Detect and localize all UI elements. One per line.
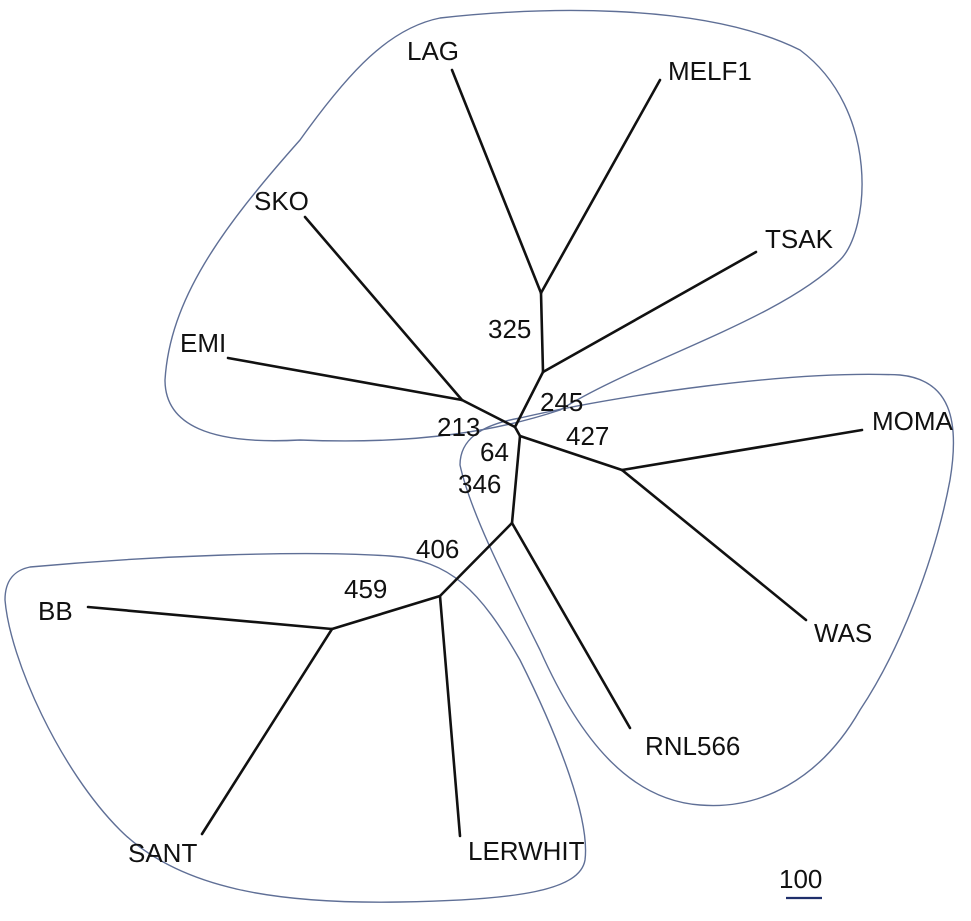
branch-upper-clade-root (513, 370, 545, 429)
group-outline-right (459, 373, 955, 807)
branch-to-melf1 (539, 78, 662, 295)
taxon-label-melf1: MELF1 (668, 56, 752, 86)
node-label-406: 406 (416, 534, 459, 564)
branch-to-tsak (541, 250, 758, 374)
taxon-label-lag: LAG (407, 36, 459, 66)
taxon-label-rnl566: RNL566 (645, 731, 740, 761)
branch-to-lag (450, 68, 543, 295)
branch-to-rnl566 (510, 521, 632, 730)
branch-down-internal (510, 434, 522, 525)
taxon-label-emi: EMI (180, 328, 226, 358)
taxon-labels: LAG MELF1 TSAK SKO EMI MOMA WAS RNL566 B… (38, 36, 954, 868)
branch-to-emi (226, 356, 464, 402)
branch-lag-melf1-node (539, 291, 545, 374)
group-outline-upper (164, 9, 863, 442)
node-labels: 325 245 213 64 427 346 406 459 (344, 314, 609, 604)
scale-bar: 100 (779, 864, 822, 900)
branch-central-internal (513, 425, 522, 438)
node-label-459: 459 (344, 574, 387, 604)
taxon-label-tsak: TSAK (765, 224, 834, 254)
node-label-245: 245 (540, 387, 583, 417)
node-label-346: 346 (458, 469, 501, 499)
branch-to-sant (200, 627, 334, 836)
branch-right-clade-root (518, 434, 624, 472)
branch-to-moma (620, 428, 864, 472)
node-label-213: 213 (437, 412, 480, 442)
group-outline-lower-left (4, 552, 587, 903)
taxon-label-sko: SKO (254, 186, 309, 216)
tree-branches (86, 68, 864, 838)
branch-sko-emi-node (460, 398, 517, 429)
branch-to-sko (303, 215, 464, 402)
branch-to-was (620, 468, 808, 622)
node-label-427: 427 (566, 421, 609, 451)
taxon-label-bb: BB (38, 596, 73, 626)
branch-to-bb (86, 605, 334, 631)
branch-lower-clade-root (438, 521, 514, 598)
taxon-label-sant: SANT (128, 838, 197, 868)
taxon-label-moma: MOMA (872, 406, 954, 436)
branch-to-lerwhit (438, 594, 462, 838)
node-label-64: 64 (480, 437, 509, 467)
scale-bar-label: 100 (779, 864, 822, 894)
branch-bb-sant-node (330, 594, 442, 631)
node-label-325: 325 (488, 314, 531, 344)
taxon-label-was: WAS (814, 618, 872, 648)
taxon-label-lerwhit: LERWHIT (468, 836, 585, 866)
